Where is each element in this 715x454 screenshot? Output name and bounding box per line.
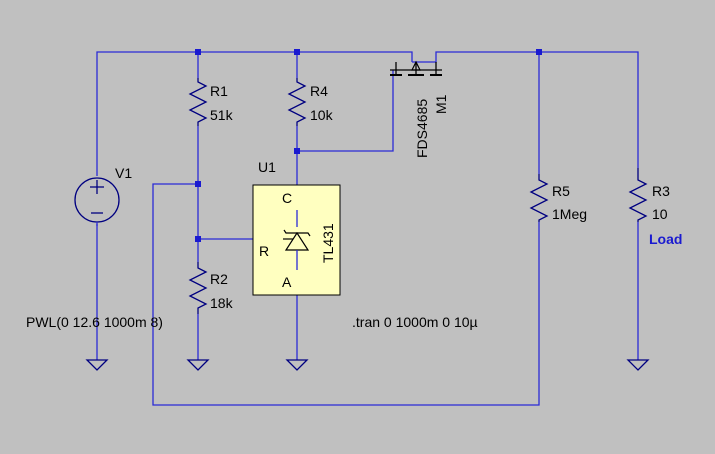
- m1-ref-label: M1: [433, 94, 449, 114]
- resistor-r3[interactable]: [628, 168, 648, 222]
- u1-ref-label: U1: [258, 159, 276, 175]
- mosfet-m1[interactable]: [390, 60, 442, 76]
- ground-icon: [186, 359, 210, 371]
- resistor-r4[interactable]: [287, 78, 307, 126]
- r5-value-label: 1Meg: [552, 206, 587, 222]
- r1-ref-label: R1: [210, 83, 228, 99]
- ground-symbols: [85, 359, 650, 371]
- body-arrow: [411, 60, 421, 71]
- resistor-r2[interactable]: [188, 262, 208, 314]
- junction-dot: [195, 181, 201, 187]
- pin-c-label: C: [282, 190, 292, 206]
- u1-part-label: TL431: [320, 223, 336, 263]
- wire-loop: [152, 183, 540, 406]
- resistor-zigzag: [188, 262, 208, 314]
- resistor-r1[interactable]: [188, 78, 208, 126]
- resistor-zigzag: [628, 168, 648, 222]
- resistor-zigzag: [287, 78, 307, 126]
- zener-bar: [283, 229, 311, 237]
- junction-dot: [195, 236, 201, 242]
- r3-value-label: 10: [652, 206, 668, 222]
- r4-value-label: 10k: [310, 107, 334, 123]
- wire-gate: [297, 70, 394, 152]
- r4-ref-label: R4: [310, 83, 328, 99]
- ground-icon: [285, 359, 309, 371]
- m1-part-label: FDS4685: [414, 99, 430, 158]
- resistor-r5[interactable]: [529, 174, 549, 222]
- junction-dot: [294, 148, 300, 154]
- v1-value-label: PWL(0 12.6 1000m 8): [26, 314, 163, 330]
- wire-top-rail-right: [412, 51, 639, 168]
- junction-dot: [294, 49, 300, 55]
- resistor-zigzag: [529, 174, 549, 222]
- ic-body: [252, 184, 341, 296]
- ground-icon: [626, 359, 650, 371]
- voltage-source-v1[interactable]: [74, 168, 120, 226]
- junction-dot: [195, 49, 201, 55]
- r1-value-label: 51k: [210, 107, 234, 123]
- ic-u1-tl431[interactable]: [252, 184, 341, 296]
- r2-ref-label: R2: [210, 271, 228, 287]
- r3-ref-label: R3: [652, 183, 670, 199]
- load-net-label[interactable]: Load: [649, 231, 682, 247]
- wires: [96, 51, 639, 406]
- pin-a-label: A: [282, 274, 292, 290]
- r2-value-label: 18k: [210, 295, 234, 311]
- pin-r-label: R: [259, 243, 269, 259]
- spice-directive[interactable]: .tran 0 1000m 0 10µ: [352, 314, 478, 330]
- wire-top-rail-left: [96, 51, 413, 168]
- ground-icon: [85, 359, 109, 371]
- junctions: [195, 49, 542, 242]
- v1-ref-label: V1: [115, 165, 132, 181]
- r5-ref-label: R5: [552, 183, 570, 199]
- junction-dot: [536, 49, 542, 55]
- resistor-zigzag: [188, 78, 208, 126]
